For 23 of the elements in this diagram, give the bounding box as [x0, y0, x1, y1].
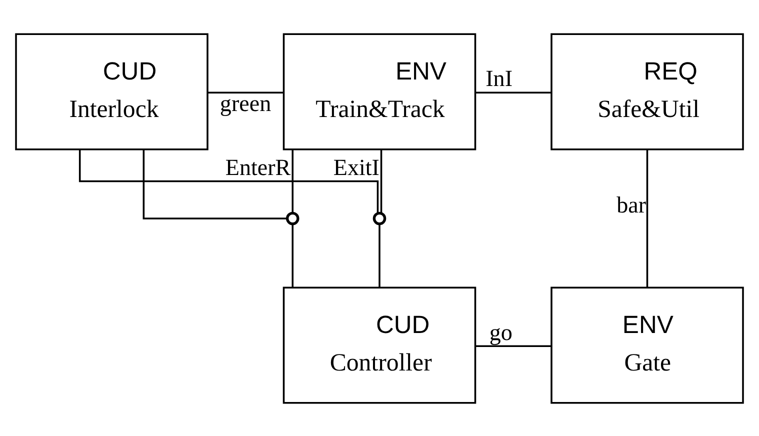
connector [292, 149, 294, 213]
node-circle [286, 211, 300, 225]
edge-label: ExitI [333, 154, 380, 180]
node-box: ENV Gate [550, 286, 744, 404]
node-circle [372, 211, 386, 225]
edge-label: bar [616, 190, 646, 217]
node-box: CUD Controller [282, 286, 476, 404]
edge-label: InI [486, 64, 513, 91]
node-box: REQ Safe&Util [550, 32, 744, 150]
connector [142, 149, 287, 219]
connector [208, 91, 284, 93]
edge-label: green [220, 90, 272, 116]
connector [380, 149, 382, 213]
connector [378, 223, 380, 287]
connector [646, 149, 648, 287]
edge-label: go [489, 318, 512, 344]
node-box: ENV Train&Track [282, 32, 476, 150]
connector [78, 148, 379, 213]
connector [475, 91, 552, 93]
node-box: CUD Interlock [15, 32, 208, 150]
connector [292, 223, 294, 287]
connector [475, 344, 552, 347]
edge-label: EnterR [225, 154, 291, 180]
